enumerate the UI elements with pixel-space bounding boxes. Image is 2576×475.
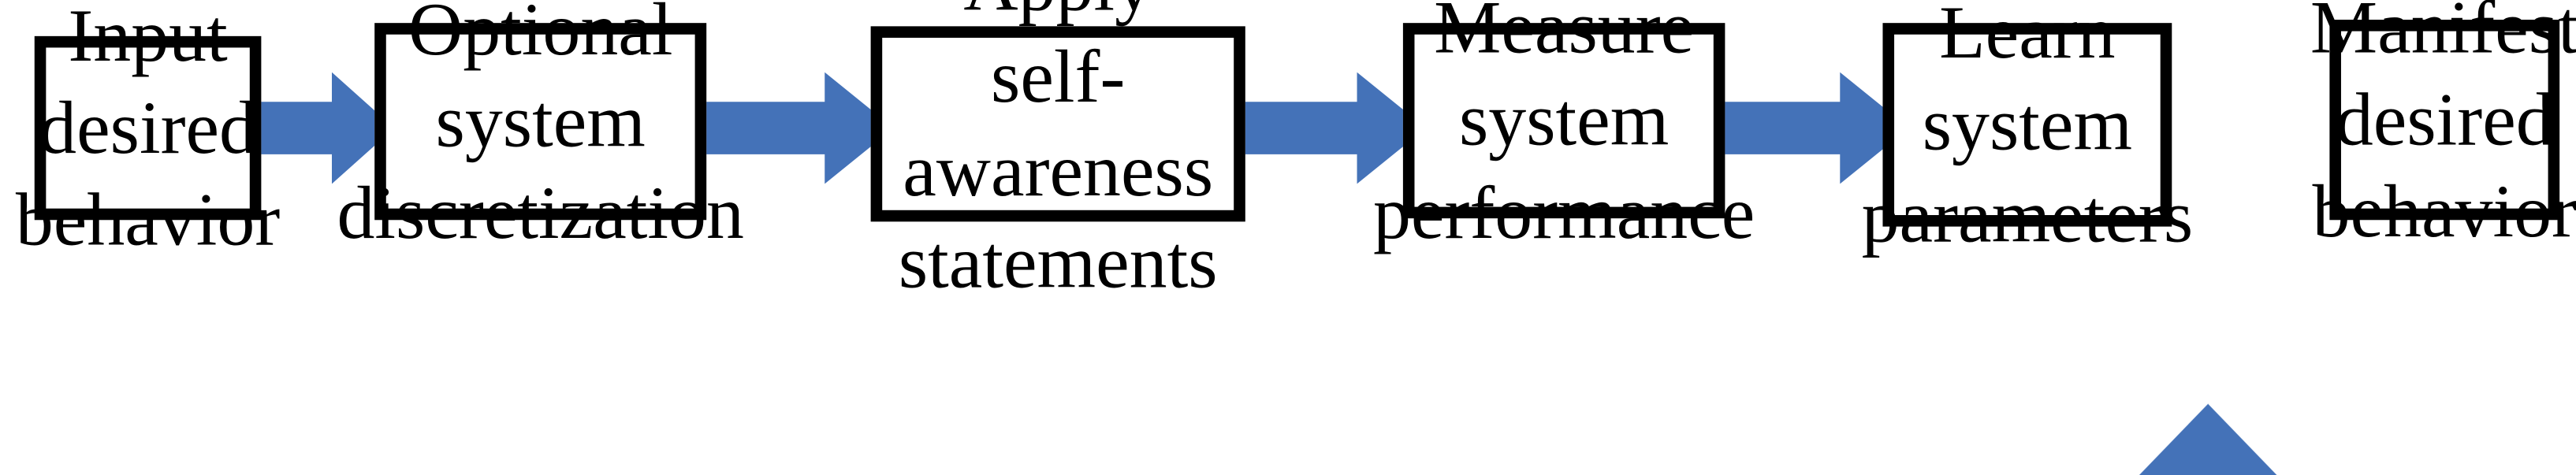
node-label: Learn system parameters [1861,0,2194,258]
node-learn-system-parameters[interactable]: Learn system parameters [1862,0,2194,258]
node-label: Input desired behavior [15,0,281,262]
node-optional-system-discretization[interactable]: Optional system discretization [337,0,743,254]
node-label: Optional system discretization [337,0,744,255]
node-label: Apply self-awareness statements [898,0,1218,303]
node-input-desired-behavior[interactable]: Input desired behavior [16,0,280,262]
node-manifest-desired-behavior[interactable]: Manifest desired behavior [2310,0,2576,253]
arrow-optional-to-apply [696,72,894,184]
arrow-apply-to-measure [1232,72,1427,184]
arrow-measure-to-learn [1714,72,1909,184]
node-label: Manifest desired behavior [2310,0,2576,254]
arrow-update-to-apply [2139,403,2277,475]
node-label: Measure system performance [1372,0,1755,254]
node-apply-self-awareness-statements[interactable]: Apply self-awareness statements [870,0,1245,303]
arrow-input-to-optional [246,72,395,184]
node-measure-system-performance[interactable]: Measure system performance [1373,0,1755,254]
